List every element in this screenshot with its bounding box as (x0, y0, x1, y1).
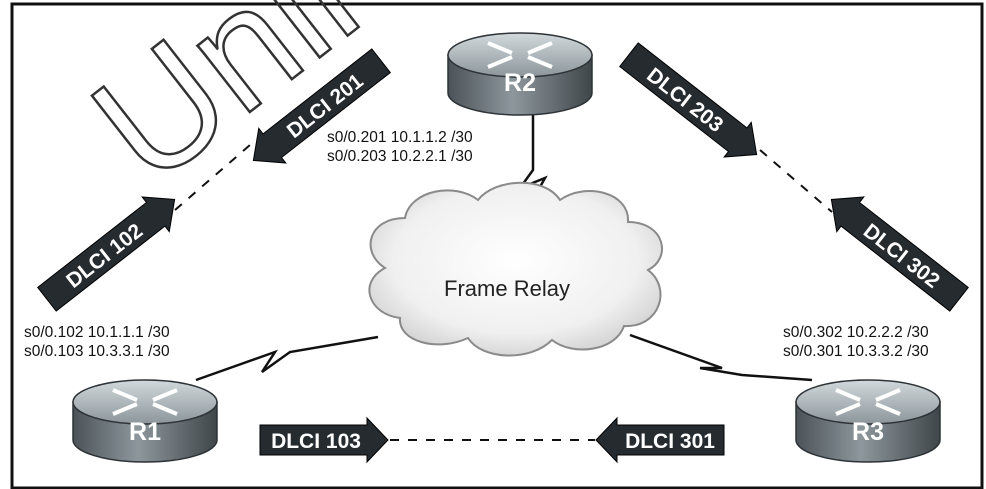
r3-interface-line: s0/0.302 10.2.2.2 /30 (783, 324, 929, 341)
figure-border (10, 2, 984, 489)
serial-link-r1 (195, 335, 379, 382)
router-r3[interactable]: R3 (795, 379, 941, 463)
router-r2[interactable]: R2 (447, 32, 593, 116)
dlci-label: DLCI 103 (271, 430, 361, 453)
router-icon (835, 388, 901, 416)
dlci-203-arrow: DLCI 203 (619, 42, 758, 158)
r2-interface-line: s0/0.203 10.2.2.1 /30 (327, 148, 473, 165)
r2-interface-line: s0/0.201 10.1.1.2 /30 (327, 129, 473, 146)
dlci-label: DLCI 203 (642, 64, 727, 137)
r3-interface-labels: s0/0.302 10.2.2.2 /30 s0/0.301 10.3.3.2 … (783, 323, 929, 361)
dlci-label: DLCI 301 (625, 430, 715, 453)
dlci-arrow-icon (37, 196, 176, 312)
dlci-label: DLCI 302 (859, 219, 944, 292)
r1-interface-line: s0/0.103 10.3.3.1 /30 (24, 343, 170, 360)
router-icon (487, 41, 553, 69)
dlci-302-arrow: DLCI 302 (830, 196, 969, 312)
dlci-103-arrow: DLCI 103 (259, 416, 389, 464)
r1-interface-line: s0/0.102 10.1.1.1 /30 (24, 324, 170, 341)
dlci-102-arrow: DLCI 102 (37, 196, 176, 312)
router-label: R1 (129, 418, 161, 446)
dlci-arrow-icon (619, 42, 758, 158)
serial-link-r3 (629, 333, 813, 382)
dlci-arrow-icon (252, 48, 391, 164)
dlci-label: DLCI 102 (62, 219, 147, 292)
r3-interface-line: s0/0.301 10.3.3.2 /30 (783, 343, 929, 360)
router-label: R3 (852, 418, 884, 446)
router-icon (112, 388, 178, 416)
router-r1[interactable]: R1 (72, 379, 218, 463)
pvc-r2-r3 (759, 149, 833, 213)
cloud-label: Frame Relay (444, 276, 570, 301)
r2-interface-labels: s0/0.201 10.1.1.2 /30 s0/0.203 10.2.2.1 … (327, 128, 473, 166)
dlci-arrow-icon (595, 416, 725, 464)
r1-interface-labels: s0/0.102 10.1.1.1 /30 s0/0.103 10.3.3.1 … (24, 323, 170, 361)
frame-relay-cloud: Frame Relay (368, 181, 663, 357)
router-label: R2 (504, 69, 536, 97)
dlci-301-arrow: DLCI 301 (595, 416, 725, 464)
dlci-arrow-icon (830, 196, 969, 312)
dlci-arrow-icon (259, 416, 389, 464)
cloud-icon (368, 181, 663, 357)
